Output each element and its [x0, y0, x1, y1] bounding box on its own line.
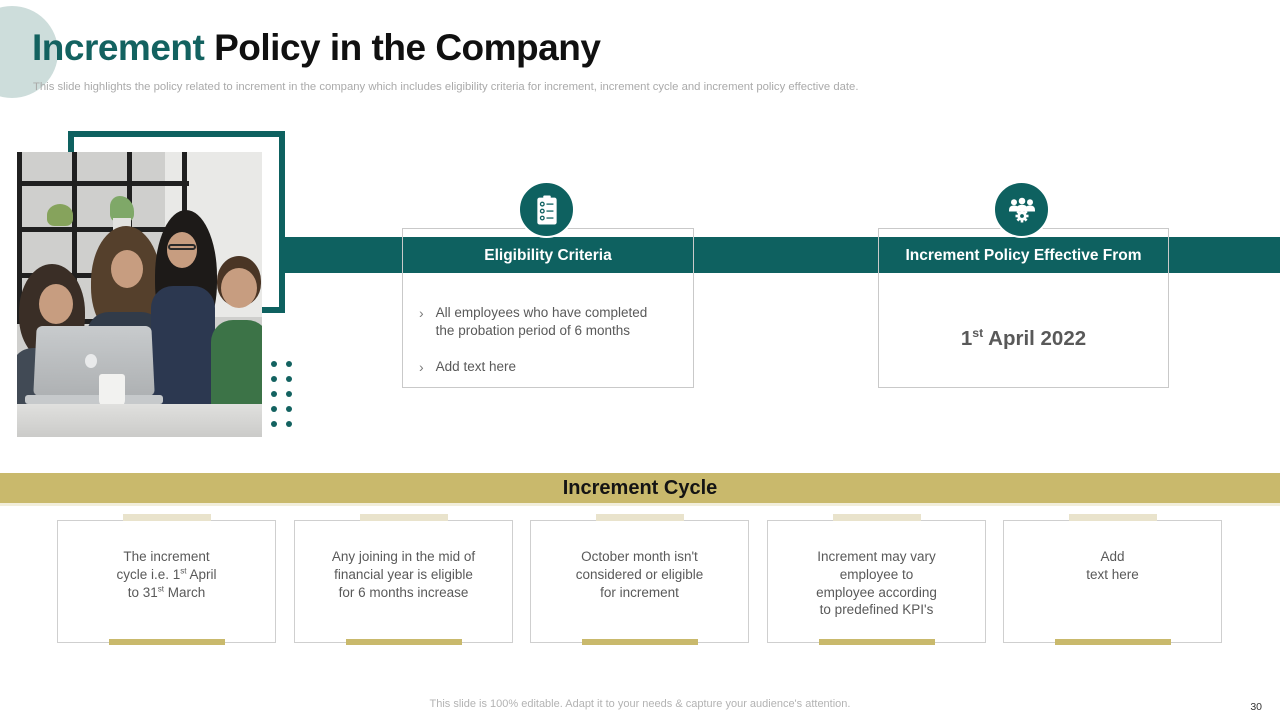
cycle-box-1: The increment cycle i.e. 1st April to 31…	[57, 514, 276, 645]
box-underline-decoration	[818, 639, 935, 645]
team-photo	[17, 152, 262, 437]
box-underline-decoration	[1054, 639, 1171, 645]
eligibility-icon-badge	[518, 181, 575, 238]
box-tab-decoration	[122, 514, 211, 521]
effective-date-title: Increment Policy Effective From	[905, 246, 1142, 264]
list-item: › Add text here	[419, 358, 679, 377]
effective-date-content: 1st April 2022	[879, 274, 1168, 351]
photo-plant	[47, 204, 73, 226]
box-tab-decoration	[1068, 514, 1157, 521]
box-underline-decoration	[345, 639, 462, 645]
photo-table	[17, 404, 262, 437]
photo-laptop-base	[25, 395, 163, 404]
box-underline-decoration	[581, 639, 698, 645]
photo-mug	[99, 374, 125, 408]
cycle-box-text: October month isn't considered or eligib…	[575, 549, 704, 600]
dots-decoration	[271, 361, 292, 427]
checklist-clipboard-icon	[536, 195, 557, 224]
bullet-icon: ›	[419, 358, 424, 375]
cycle-box-3: October month isn't considered or eligib…	[530, 514, 749, 645]
list-item-text: Add text here	[435, 358, 516, 374]
cycle-box-text: Increment may vary employee to employee …	[816, 549, 937, 618]
effective-date-icon-badge	[993, 181, 1050, 238]
photo-laptop-logo	[85, 354, 97, 368]
page-title: Increment Policy in the Company	[32, 27, 601, 69]
page-title-rest: Policy in the Company	[204, 27, 601, 68]
footer-note: This slide is 100% editable. Adapt it to…	[429, 698, 851, 710]
increment-cycle-band: Increment Cycle	[0, 473, 1280, 506]
cycle-box-4: Increment may vary employee to employee …	[767, 514, 986, 645]
page-number: 30	[1250, 701, 1262, 713]
photo-plant	[110, 196, 134, 222]
eligibility-criteria-title: Eligibility Criteria	[484, 246, 612, 264]
page-title-accent: Increment	[32, 27, 205, 68]
increment-cycle-title: Increment Cycle	[562, 476, 718, 499]
cycle-box-text: Add text here	[1086, 549, 1139, 582]
teal-band	[283, 237, 1280, 273]
list-item: › All employees who have completed the p…	[419, 304, 679, 340]
eligibility-criteria-list: › All employees who have completed the p…	[403, 274, 693, 377]
cycle-box-text: Any joining in the mid of financial year…	[331, 549, 476, 600]
effective-date-value: 1st April 2022	[960, 326, 1087, 350]
cycle-box-2: Any joining in the mid of financial year…	[294, 514, 513, 645]
list-item-text: All employees who have completed the pro…	[435, 305, 648, 338]
effective-date-box: Increment Policy Effective From 1st Apri…	[878, 228, 1169, 388]
box-tab-decoration	[359, 514, 448, 521]
eligibility-criteria-box: Eligibility Criteria › All employees who…	[402, 228, 694, 388]
cycle-box-5: Add text here	[1003, 514, 1222, 645]
page-subtitle: This slide highlights the policy related…	[33, 81, 859, 93]
bullet-icon: ›	[419, 305, 424, 321]
team-gear-icon	[1008, 197, 1035, 222]
cycle-box-text: The increment cycle i.e. 1st April to 31…	[116, 549, 217, 600]
box-tab-decoration	[595, 514, 684, 521]
box-tab-decoration	[832, 514, 921, 521]
box-underline-decoration	[108, 639, 225, 645]
